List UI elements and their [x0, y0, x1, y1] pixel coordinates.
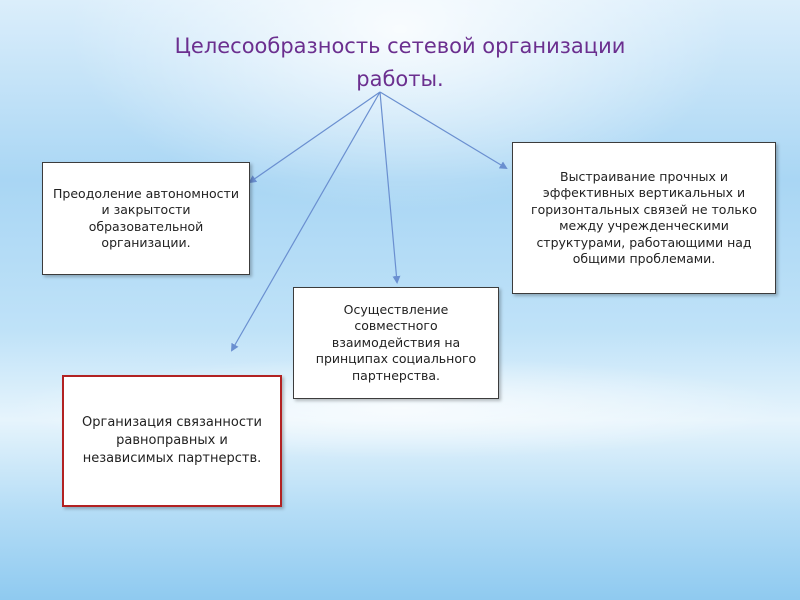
title-line-1: Целесообразность сетевой организации: [174, 34, 626, 58]
page-title: Целесообразность сетевой организации раб…: [100, 30, 700, 96]
title-line-2: работы.: [356, 67, 444, 91]
arrow-to-autonomy: [248, 91, 381, 184]
arrow-to-partnership: [379, 91, 401, 284]
box-links-text: Выстраивание прочных и эффективных верти…: [531, 168, 757, 267]
box-partnership: Осуществление совместного взаимодействия…: [293, 287, 499, 399]
box-autonomy: Преодоление автономности и закрытости об…: [42, 162, 250, 275]
arrow-to-links: [379, 91, 508, 170]
box-links: Выстраивание прочных и эффективных верти…: [512, 142, 776, 294]
box-coherence-text: Организация связанности равноправных и н…: [82, 415, 262, 466]
box-autonomy-text: Преодоление автономности и закрытости об…: [53, 185, 239, 251]
box-coherence: Организация связанности равноправных и н…: [62, 375, 282, 507]
arrow-to-coherence: [231, 91, 381, 352]
box-partnership-text: Осуществление совместного взаимодействия…: [315, 301, 477, 383]
